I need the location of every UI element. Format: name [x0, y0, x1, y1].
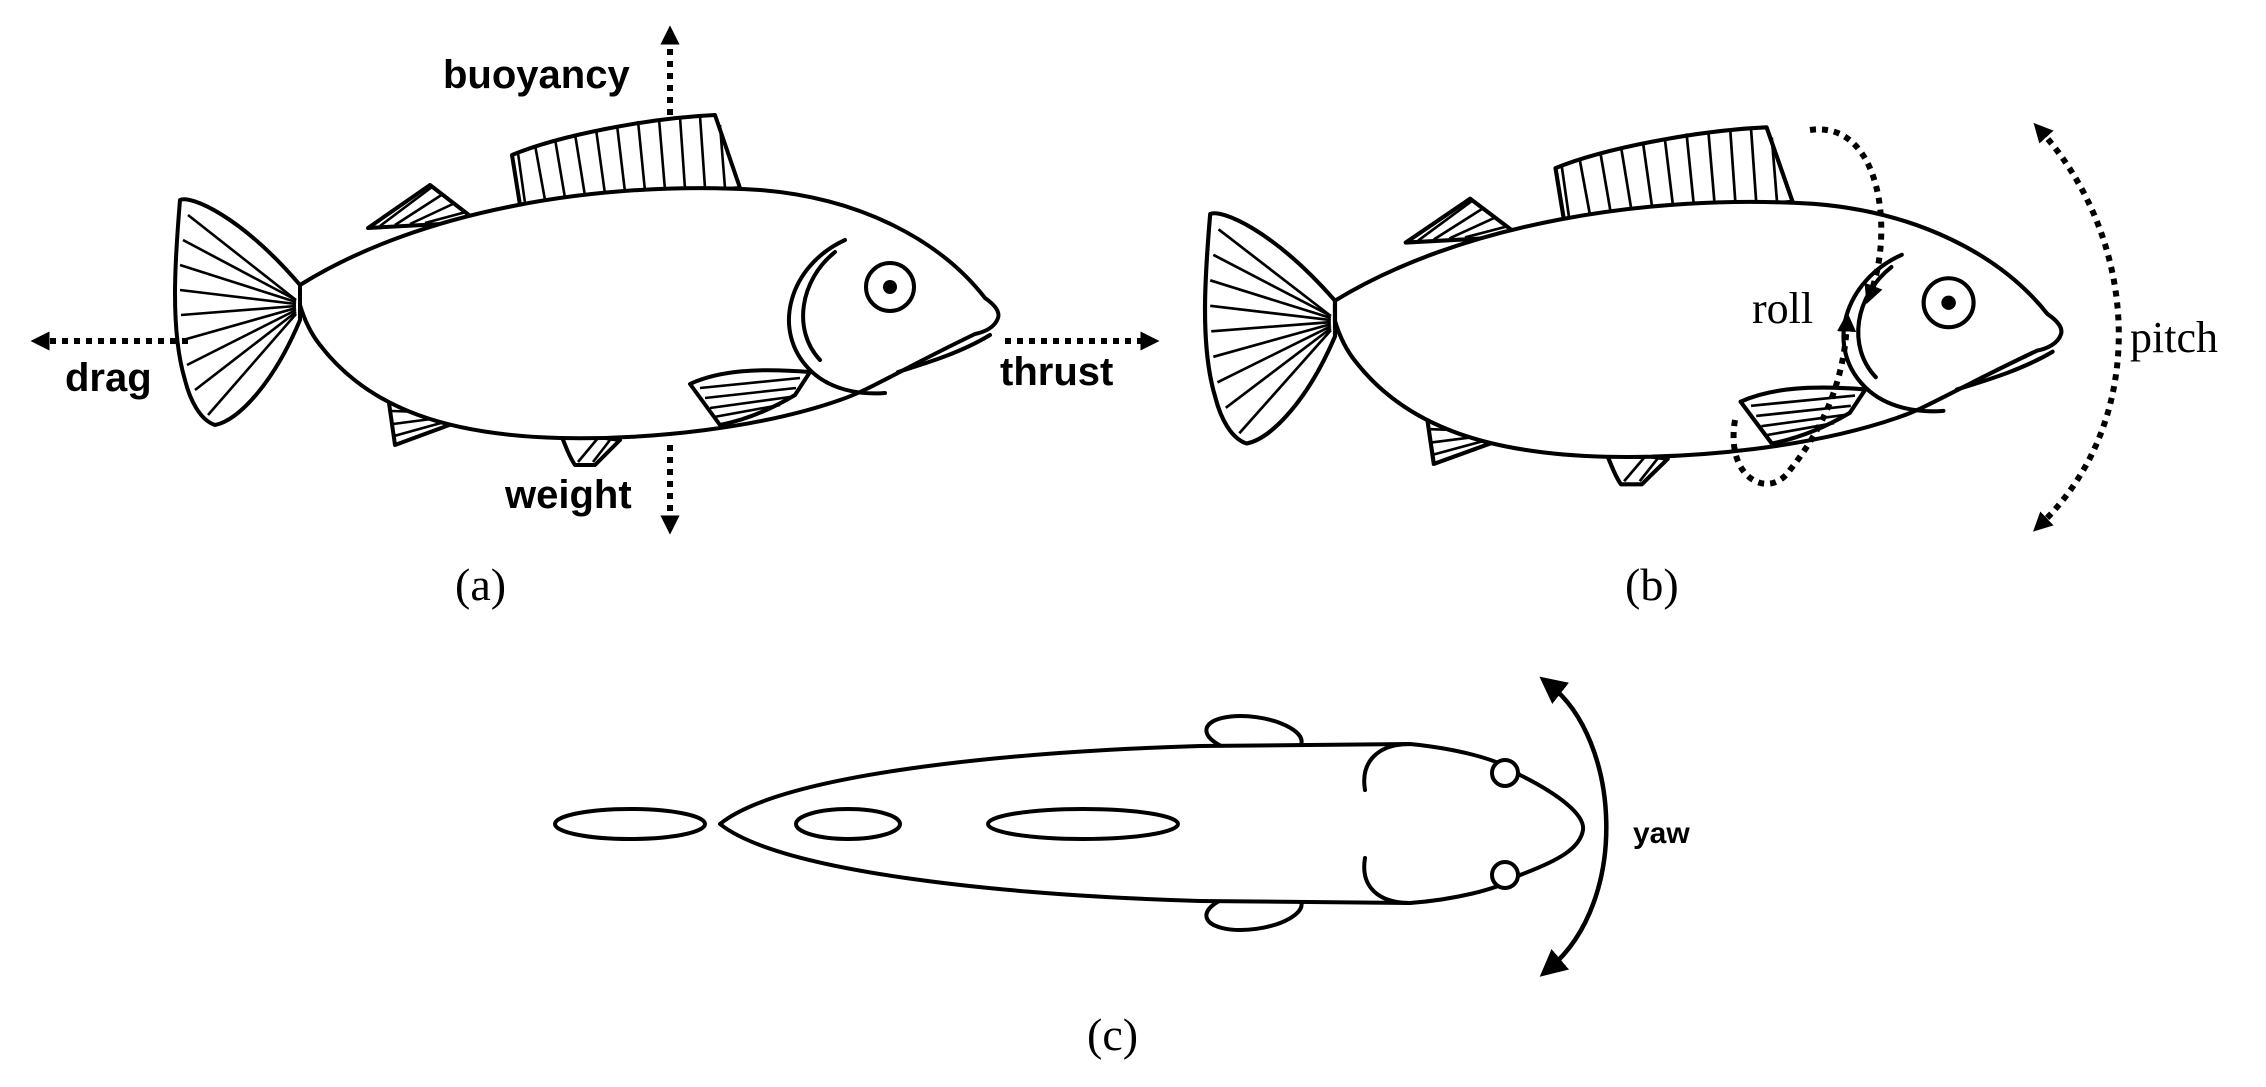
caption-b: (b) — [1625, 559, 1679, 610]
pitch-arrow — [2033, 122, 2122, 532]
fish-side-view-a — [173, 113, 1001, 467]
fish-side-view-b — [1202, 125, 2064, 487]
caption-c: (c) — [1087, 1009, 1138, 1060]
yaw-label: yaw — [1633, 817, 1690, 850]
weight-label: weight — [504, 473, 632, 517]
roll-arrow-bottom — [1730, 312, 1857, 487]
drag-label: drag — [65, 356, 152, 400]
fish-top-view — [553, 714, 1586, 932]
panel-c: yaw (c) — [553, 676, 1690, 1060]
panel-a: buoyancy drag thrust weight (a) — [30, 25, 1160, 610]
buoyancy-label: buoyancy — [443, 53, 630, 97]
thrust-label: thrust — [1000, 350, 1113, 394]
pitch-label: pitch — [2130, 313, 2218, 362]
yaw-arrow — [1539, 676, 1609, 977]
roll-label: roll — [1752, 284, 1813, 333]
caption-a: (a) — [455, 559, 506, 610]
panel-b: roll pitch (b) — [1202, 122, 2218, 610]
